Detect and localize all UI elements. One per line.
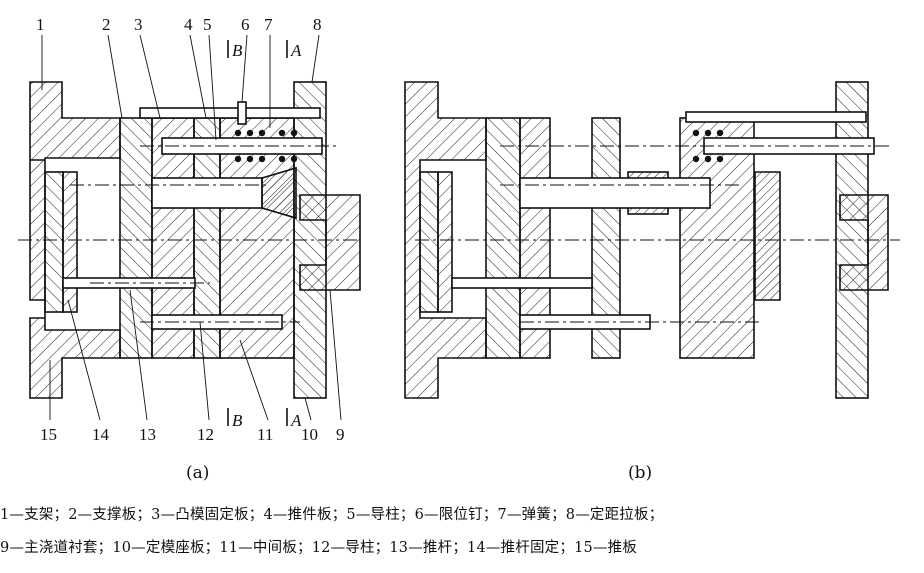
label-14: 14: [92, 425, 110, 444]
caption-a: (a): [186, 463, 209, 483]
sprue-bushing: [299, 194, 361, 291]
label-1: 1: [36, 15, 45, 34]
distance-pull-plate: [139, 107, 321, 119]
guide-pin-b: [685, 111, 867, 123]
label-4: 4: [184, 15, 193, 34]
label-7: 7: [264, 15, 273, 34]
label-13: 13: [139, 425, 156, 444]
support-plate: [119, 117, 153, 359]
support-frame-b: [404, 81, 487, 399]
limit-pin: [237, 101, 247, 125]
section-mark-a-top: A: [290, 41, 302, 60]
label-8: 8: [313, 15, 322, 34]
mold-diagram: 1 2 3 4 5 6 7 8 15 14 13 12 11 10 9 B A …: [18, 15, 900, 483]
spring-b: [692, 129, 724, 163]
ejector-plate-b: [419, 171, 439, 313]
sprue-bushing-b: [839, 194, 889, 291]
support-plate-b: [485, 117, 521, 359]
section-mark-b-top: B: [232, 41, 243, 60]
caption-b: (b): [628, 463, 652, 483]
core-b: [519, 177, 711, 209]
view-a: [18, 34, 361, 426]
section-mark-a-bottom: A: [290, 411, 302, 430]
legend-line-2: 9—主浇道衬套；10—定模座板；11—中间板；12—导柱；13—推杆；14—推杆…: [0, 540, 638, 556]
product-part: [261, 166, 297, 220]
section-mark-b-bottom: B: [232, 411, 243, 430]
view-b: [404, 81, 900, 399]
label-12: 12: [197, 425, 214, 444]
label-10: 10: [301, 425, 318, 444]
ejector-plate: [44, 171, 64, 313]
part-labels: 1 2 3 4 5 6 7 8 15 14 13 12 11 10 9 B A …: [36, 15, 652, 483]
label-15: 15: [40, 425, 57, 444]
label-6: 6: [241, 15, 250, 34]
label-11: 11: [257, 425, 273, 444]
ejector-retainer-b: [437, 171, 453, 313]
label-2: 2: [102, 15, 111, 34]
label-3: 3: [134, 15, 143, 34]
label-9: 9: [336, 425, 345, 444]
runner-b: [754, 171, 781, 301]
legend-line-1: 1—支架；2—支撑板；3—凸模固定板；4—推件板；5—导柱；6—限位钉；7—弹簧…: [0, 507, 664, 523]
label-5: 5: [203, 15, 212, 34]
core: [151, 177, 263, 209]
spring: [234, 129, 298, 163]
ejector-retainer: [62, 171, 78, 313]
ejector-rod-b: [451, 277, 593, 289]
